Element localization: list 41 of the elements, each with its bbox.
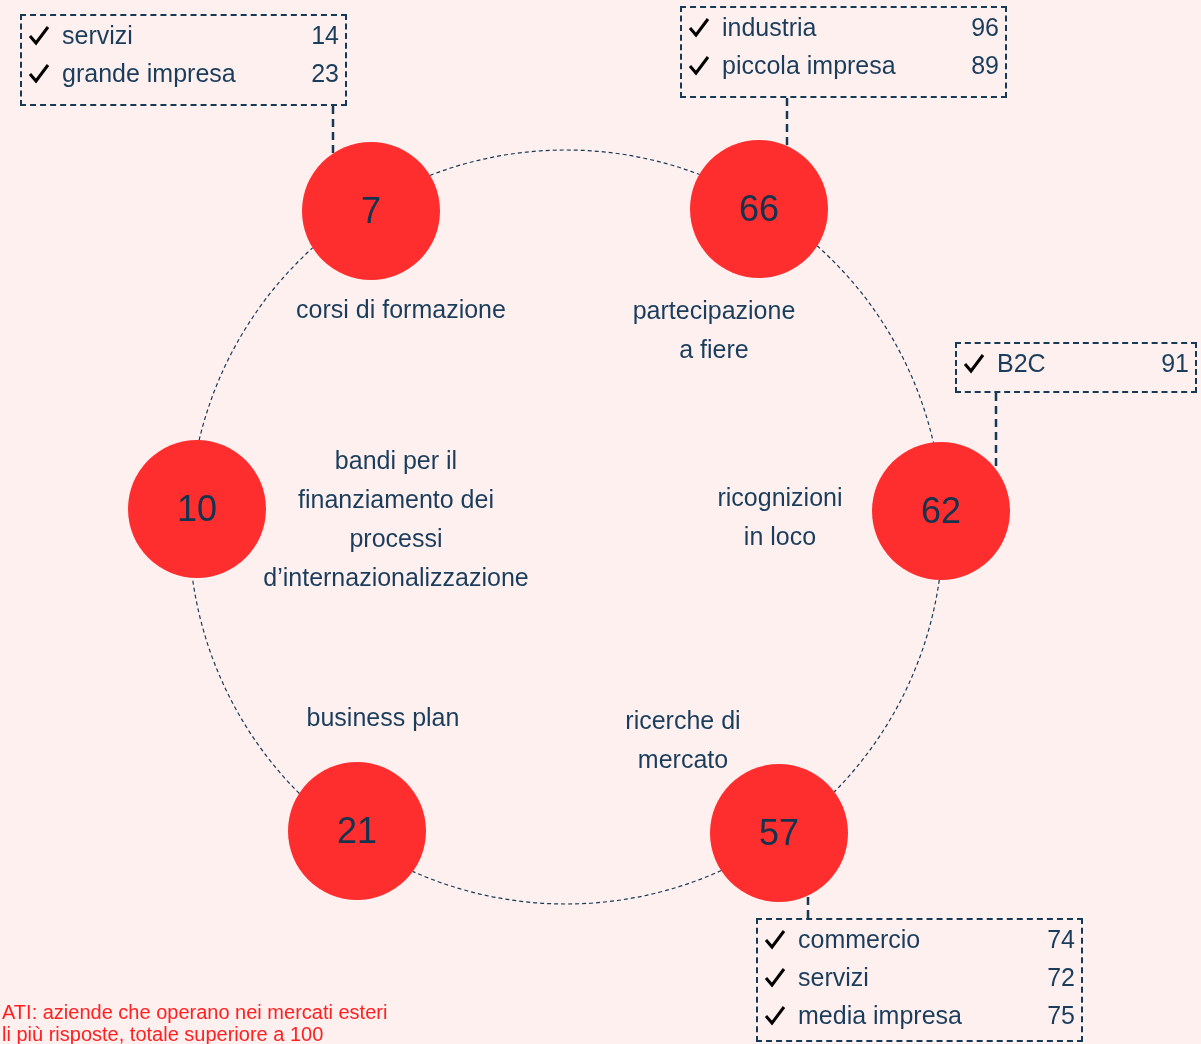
category-value: 72 <box>1047 962 1075 992</box>
circle-caption: partecipazione a fiere <box>631 295 797 365</box>
callout-box <box>680 6 1007 98</box>
category-value: 74 <box>1047 924 1075 954</box>
category-name: piccola impresa <box>722 50 897 80</box>
ring-arc <box>198 247 314 441</box>
category-name: industria <box>722 12 818 42</box>
number-value: 7 <box>361 190 381 232</box>
ring-arc <box>816 245 934 444</box>
category-value: 89 <box>971 50 999 80</box>
number-value: 62 <box>920 490 961 532</box>
number-value: 66 <box>738 188 779 230</box>
category-value: 91 <box>1161 348 1189 378</box>
circle-caption: ricognizioni in loco <box>716 482 844 552</box>
callout-box <box>955 342 1197 393</box>
category-name: commercio <box>798 924 922 954</box>
category-name: servizi <box>62 20 134 50</box>
ring-arc <box>833 579 940 793</box>
category-name: grande impresa <box>62 58 237 88</box>
ring-arc <box>412 869 722 904</box>
number-value: 57 <box>758 812 799 854</box>
footnote-text: ATI: aziende che operano nei mercati esteri <box>2 1001 388 1024</box>
circle-caption: corsi di formazione <box>295 294 507 325</box>
category-value: 14 <box>311 20 339 50</box>
leader-line <box>806 895 810 918</box>
ring-arc <box>429 149 701 177</box>
leader-line <box>785 98 789 146</box>
category-name: B2C <box>997 348 1047 378</box>
circle-caption: business plan <box>305 702 461 733</box>
number-value: 10 <box>176 488 217 530</box>
callout-box <box>756 918 1083 1042</box>
callout-box <box>20 14 347 106</box>
category-name: media impresa <box>798 1000 963 1030</box>
category-value: 23 <box>311 58 339 88</box>
category-value: 75 <box>1047 1000 1075 1030</box>
category-value: 96 <box>971 12 999 42</box>
number-value: 21 <box>336 810 377 852</box>
category-name: servizi <box>798 962 870 992</box>
circle-caption: bandi per il finanziamento dei processi d’internazionalizzazione <box>262 445 530 593</box>
leader-line <box>331 106 335 154</box>
circle-caption: ricerche di mercato <box>624 705 742 775</box>
